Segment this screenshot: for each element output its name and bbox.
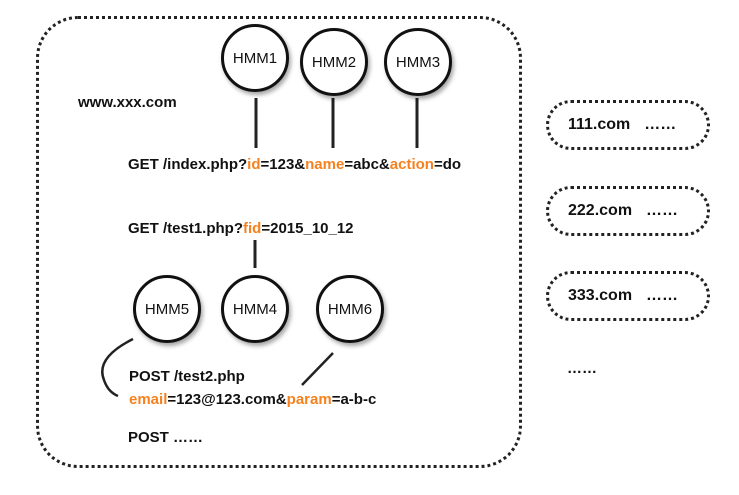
site-label: www.xxx.com (78, 94, 177, 111)
site-container (36, 16, 522, 468)
param-value: =123@123.com& (167, 391, 287, 408)
get-request-index: GET /index.php?id=123&name=abc&action=do (128, 156, 461, 173)
post-request-test2: POST /test2.php (129, 368, 245, 385)
node-hmm2: HMM2 (300, 28, 368, 96)
node-hmm1: HMM1 (221, 24, 289, 92)
node-hmm5: HMM5 (133, 275, 201, 343)
param-value: =do (433, 156, 462, 173)
post-request-body: email=123@123.com&param=a-b-c (129, 391, 376, 408)
node-hmm4: HMM4 (221, 275, 289, 343)
site-box-222: 222.com …… (546, 186, 710, 236)
ellipsis: …… (646, 287, 679, 304)
ellipsis: …… (644, 116, 677, 133)
site-box-333: 333.com …… (546, 271, 710, 321)
param-action: action (389, 156, 434, 173)
site-name: 222.com (568, 202, 633, 219)
param-value: =123& (260, 156, 306, 173)
request-path: GET /test1.php? (128, 220, 244, 237)
param-value: =abc& (344, 156, 390, 173)
connector-hmm5-email (101, 337, 134, 398)
param-name: name (305, 156, 345, 173)
node-hmm3: HMM3 (384, 28, 452, 96)
site-name: 111.com (568, 116, 631, 133)
connector-hmm6-param (301, 352, 334, 386)
param-value: =a-b-c (331, 391, 377, 408)
param-email: email (129, 391, 168, 408)
post-request-more: POST …… (128, 429, 204, 446)
more-sites: …… (567, 360, 597, 377)
request-path: GET /index.php? (128, 156, 248, 173)
get-request-test1: GET /test1.php?fid=2015_10_12 (128, 220, 354, 237)
param-fid: fid (243, 220, 262, 237)
site-box-111: 111.com …… (546, 100, 710, 150)
param-value: =2015_10_12 (261, 220, 354, 237)
node-hmm6: HMM6 (316, 275, 384, 343)
site-name: 333.com (568, 287, 633, 304)
ellipsis: …… (646, 202, 679, 219)
param-param: param (286, 391, 332, 408)
param-id: id (247, 156, 261, 173)
